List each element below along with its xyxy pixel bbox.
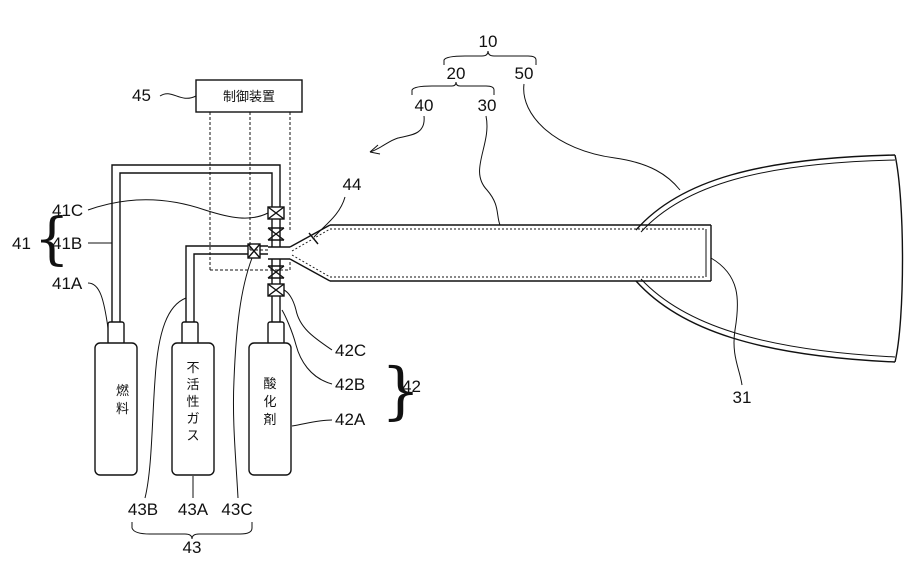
inert-gas-tank: 不活性ガス	[171, 321, 215, 476]
ref-31: 31	[733, 388, 752, 407]
inert-gas-tank-label: 不活性ガス	[186, 361, 199, 444]
valve-41C	[267, 206, 285, 220]
valve-fuel-lower	[267, 227, 285, 241]
combustion-tube	[289, 224, 712, 282]
control-wires	[209, 112, 291, 271]
ref-42B: 42B	[335, 375, 365, 394]
top-labels: 10 20 50 40 30	[369, 32, 681, 226]
valve-42C	[267, 283, 285, 297]
group-43-labels: 43B 43A 43C 43	[128, 257, 253, 557]
ref-41B: 41B	[52, 234, 82, 253]
control-unit: 制御装置 45	[132, 79, 303, 113]
nozzle	[635, 154, 904, 363]
ref-20: 20	[447, 64, 466, 83]
oxidizer-tank: 酸化剤	[248, 321, 292, 476]
ref-43C: 43C	[221, 500, 252, 519]
ref-42C: 42C	[335, 341, 366, 360]
ref-42: 42	[402, 377, 421, 396]
group-41-labels: 41 { 41C 41B 41A	[12, 199, 269, 329]
brace-41: {	[34, 207, 70, 272]
igniter	[308, 232, 319, 245]
leader-44	[313, 196, 346, 238]
ref-43: 43	[183, 538, 202, 557]
ref-43A: 43A	[178, 500, 209, 519]
ref-45: 45	[132, 86, 151, 105]
ref-41: 41	[12, 234, 31, 253]
leader-31	[710, 257, 743, 386]
fuel-tank-label: 燃料	[116, 383, 129, 417]
ref-42A: 42A	[335, 410, 366, 429]
ref-10: 10	[479, 32, 498, 51]
inert-gas-line	[185, 245, 268, 330]
group-42-labels: 42C 42B 42A } 42	[281, 289, 421, 429]
ref-41C: 41C	[52, 201, 83, 220]
ref-41A: 41A	[52, 274, 83, 293]
brace-42: }	[381, 354, 420, 427]
fuel-line	[111, 164, 281, 330]
oxidizer-tank-label: 酸化剤	[263, 377, 276, 428]
valve-42-lower	[267, 265, 285, 279]
ref-43B: 43B	[128, 500, 158, 519]
valve-43C	[247, 243, 261, 259]
ref-40: 40	[415, 96, 434, 115]
fuel-tank: 燃料	[94, 321, 138, 476]
control-unit-label: 制御装置	[223, 90, 275, 105]
ref-30: 30	[478, 96, 497, 115]
ref-50: 50	[515, 64, 534, 83]
ref-44: 44	[343, 175, 362, 194]
